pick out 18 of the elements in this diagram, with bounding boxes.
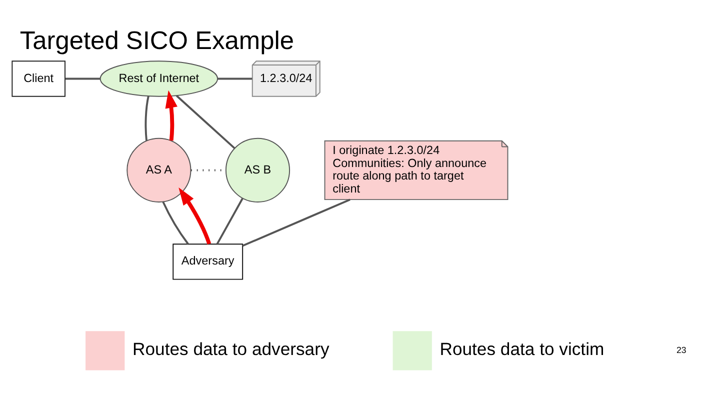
connector — [162, 201, 189, 244]
connector — [218, 78, 252, 80]
node-circle: AS A — [126, 138, 192, 202]
diagram-title: Targeted SICO Example — [20, 27, 294, 56]
connector — [216, 198, 244, 244]
connector — [65, 78, 100, 80]
legend-label: Routes data to victim — [440, 339, 604, 360]
node-box: Client — [12, 60, 66, 97]
node-ellipse: Rest of Internet — [100, 60, 218, 97]
arrow — [165, 90, 178, 141]
label: 23 — [676, 344, 686, 355]
connector — [144, 96, 150, 141]
connector — [176, 94, 236, 150]
connector — [242, 198, 350, 247]
arrow — [178, 188, 212, 244]
legend-label: Routes data to adversary — [132, 339, 330, 360]
node-circle: AS B — [225, 138, 290, 202]
node-box: Adversary — [172, 244, 244, 280]
